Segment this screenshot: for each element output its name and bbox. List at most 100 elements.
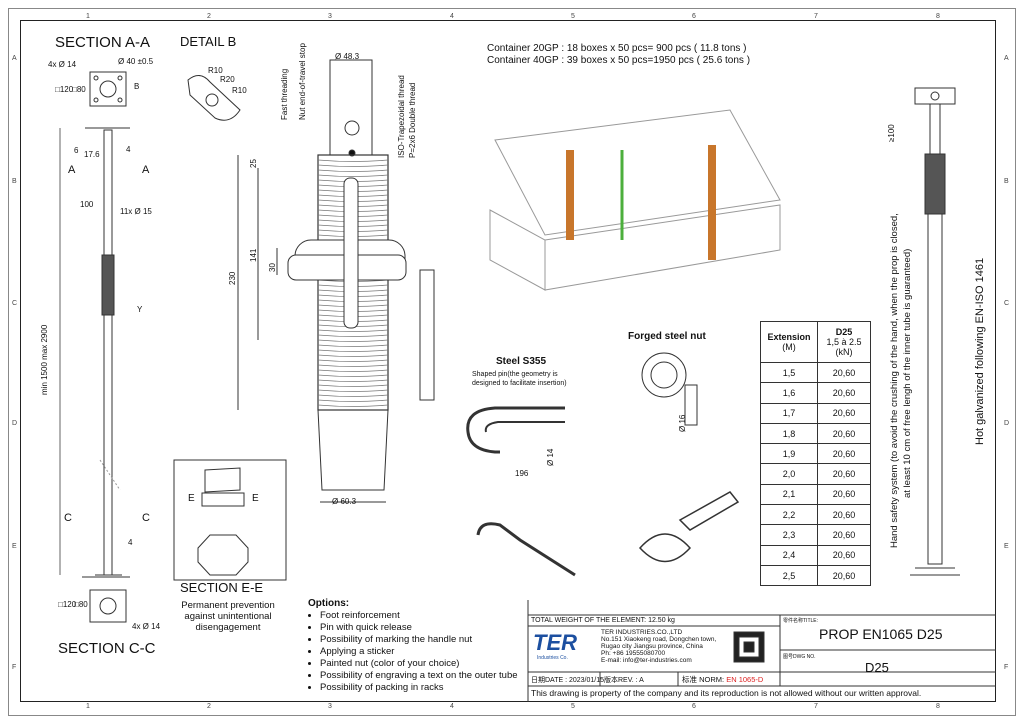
grid-column-7: 7 [814,703,818,710]
extension-header: Extension (M) [760,321,818,363]
phone: Ph: +86 19555080700 [601,650,666,657]
safety-text-1: Hand safety system (to avoid the crushin… [889,213,900,548]
grid-column-7: 7 [814,13,818,20]
dim-30-label: 30 [268,263,277,272]
nut-stop-label: Nut end-of-travel stop [298,43,307,120]
grid-column-4: 4 [450,13,454,20]
extension-cell: 1,9 [760,443,818,465]
option-item: Possibility of marking the handle nut [320,634,518,646]
extension-cell: 2,4 [760,544,818,566]
email: E-mail: info@ter-industries.com [601,657,692,664]
load-cell: 20,60 [817,504,871,526]
diameter-603-label: Ø 60.3 [332,497,357,506]
load-cell: 20,60 [817,544,871,566]
square-120-label: □120 [55,85,74,94]
grid-column-6: 6 [692,703,696,710]
square-120-label: □120 [58,600,77,609]
dwg-field-label: 图号DWG NO. [783,654,816,660]
pin-desc-2: designed to facilitate insertion) [472,380,567,387]
grid-row-E: E [1004,543,1009,550]
extension-cell: 1,6 [760,382,818,404]
diameter-40-label: Ø 40 ±0.5 [118,57,154,66]
safety-text-2: at least 10 cm of free lengh of the inne… [902,248,913,498]
drawing-date: 日期DATE : 2023/01/15 [531,677,605,684]
company-logo: TER [533,630,577,655]
detail-b-marker: B [134,82,140,91]
company-logo-sub: Industries Co. [537,655,568,661]
container-info: Container 20GP : 18 boxes x 50 pcs= 900 … [487,43,750,67]
dim-230-label: 230 [228,271,237,285]
drawing-frame [20,20,996,702]
radius-label: R10 [232,86,247,95]
detail-b-title: DETAIL B [180,34,237,49]
section-c-marker: C [64,512,72,524]
load-cell: 20,60 [817,382,871,404]
option-item: Pin with quick release [320,622,518,634]
norm-label: 标准 NORM: [682,675,725,684]
galvanized-text: Hot galvanized following EN-ISO 1461 [974,257,986,445]
extension-cell: 1,8 [760,422,818,445]
extension-cell: 1,5 [760,361,818,384]
diameter-483-label: Ø 48.3 [335,52,360,61]
length-range-label: min 1500 max 2900 [40,324,49,395]
grid-row-E: E [12,543,17,550]
load-cell: 20,60 [817,463,871,485]
extension-header-unit: (M) [782,342,796,352]
grid-row-B: B [12,178,17,185]
extension-header-label: Extension [767,332,811,342]
section-c-marker: C [142,512,150,524]
dim-141-label: 141 [249,248,258,262]
dim-label: 6 [74,146,79,155]
options-title: Options: [308,598,350,609]
extension-cell: 1,7 [760,402,818,424]
option-item: Painted nut (color of your choice) [320,658,518,670]
dim-label: 4 [128,538,133,547]
square-80-label: □80 [74,600,88,609]
load-cell: 20,60 [817,422,871,445]
grid-row-A: A [12,55,17,62]
nut-title: Forged steel nut [628,331,706,342]
square-80-label: □80 [72,85,86,94]
holes-label: 4x Ø 14 [132,622,161,631]
pin-desc-1: Shaped pin(the geometry is [472,371,558,378]
grid-column-3: 3 [328,703,332,710]
grid-column-1: 1 [86,13,90,20]
base-plate-top [89,71,127,107]
drawing-number: D25 [865,660,889,675]
detail-y-marker: Y [137,305,143,314]
dim-label: 4 [126,145,131,154]
load-cell: 20,60 [817,483,871,506]
grid-column-5: 5 [571,13,575,20]
option-item: Foot reinforcement [320,610,518,622]
d25-header: D25 1,5 à 2.5 (kN) [817,321,871,363]
section-ee-desc: Permanent prevention against unintention… [181,600,275,633]
grid-column-6: 6 [692,13,696,20]
grid-row-D: D [12,420,18,427]
section-a-marker: A [68,164,76,176]
grid-column-5: 5 [571,703,575,710]
load-cell: 20,60 [817,443,871,465]
section-aa-title: SECTION A-A [55,34,151,51]
grid-column-4: 4 [450,703,454,710]
container-40-label: Container 40GP [487,55,559,66]
radius-label: R20 [220,75,235,84]
footer-note: This drawing is property of the company … [531,688,922,698]
holes-label: 4x Ø 14 [48,60,77,69]
extension-cell: 2,5 [760,564,818,587]
norm-value: EN 1065-D [726,675,764,684]
option-item: Applying a sticker [320,646,518,658]
grid-column-1: 1 [86,703,90,710]
company-name: TER INDUSTRIES.CO.,LTD [601,629,683,636]
grid-row-B: B [1004,178,1009,185]
extension-cell: 2,0 [760,463,818,485]
